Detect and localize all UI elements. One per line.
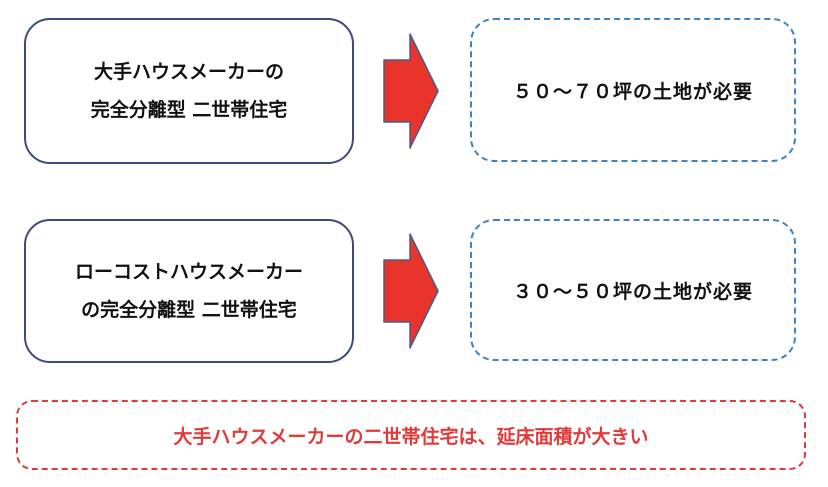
result-text: ５０～７０坪の土地が必要 — [512, 80, 753, 103]
note-box: 大手ハウスメーカーの二世帯住宅は、延床面積が大きい — [16, 400, 806, 470]
source-box-lowcost-maker: ローコストハウスメーカー の完全分離型 二世帯住宅 — [24, 219, 354, 363]
result-text: ３０～５０坪の土地が必要 — [512, 280, 753, 303]
source-line-1: 大手ハウスメーカーの — [93, 61, 284, 83]
source-box-large-maker: 大手ハウスメーカーの 完全分離型 二世帯住宅 — [24, 18, 354, 164]
arrow-right-icon — [383, 33, 439, 149]
result-box-lowcost-maker: ３０～５０坪の土地が必要 — [470, 219, 796, 361]
arrow-right-icon — [383, 233, 439, 349]
source-line-2: の完全分離型 二世帯住宅 — [81, 299, 297, 321]
result-box-large-maker: ５０～７０坪の土地が必要 — [470, 18, 796, 162]
source-line-2: 完全分離型 二世帯住宅 — [90, 99, 288, 121]
note-text: 大手ハウスメーカーの二世帯住宅は、延床面積が大きい — [173, 425, 649, 448]
source-line-1: ローコストハウスメーカー — [74, 261, 303, 283]
